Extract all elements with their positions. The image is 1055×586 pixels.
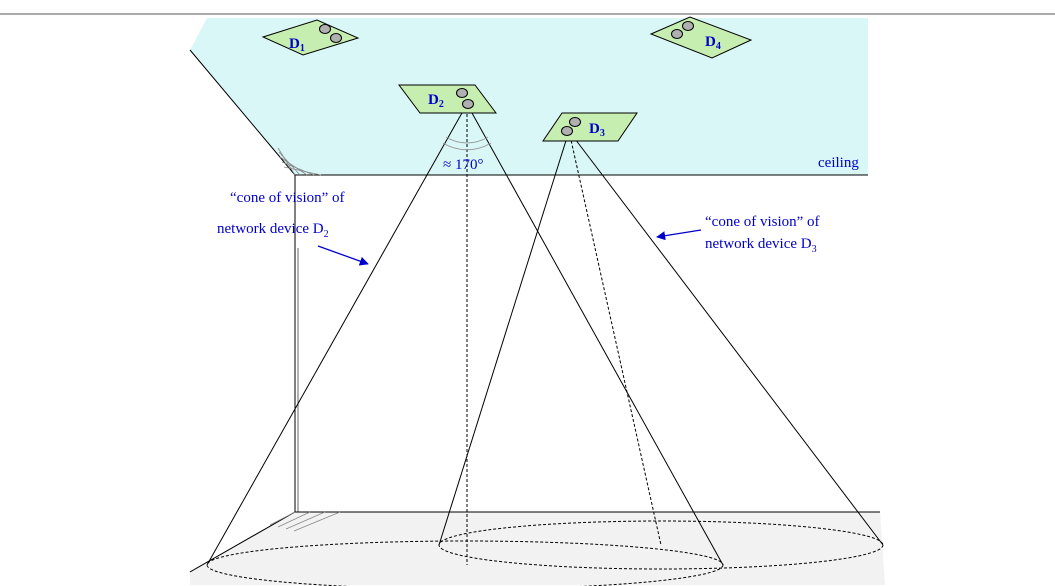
sensor-icon (561, 126, 573, 136)
cone-d3-arrow (656, 229, 702, 241)
sensor-icon (671, 29, 683, 39)
angle-arc (442, 136, 492, 151)
device-d1-plate (261, 19, 360, 56)
cone-d2-label: “cone of vision” of network device D2 (217, 190, 348, 240)
svg-text:D4: D4 (705, 34, 721, 52)
svg-text:D2: D2 (428, 92, 444, 110)
device-d3: D3 (542, 112, 638, 142)
device-d4: D4 (649, 16, 753, 59)
ceiling-corner-hatch (277, 147, 322, 176)
cone-of-vision-d2 (206, 103, 724, 566)
ceiling-plane (190, 18, 868, 175)
sensor-icon (682, 21, 694, 31)
device-d2: D2 (398, 84, 497, 114)
device-d1: D1 (261, 19, 360, 56)
sensor-icon (330, 33, 342, 43)
ceiling-left-edge (189, 49, 296, 176)
floor-plane (190, 512, 885, 585)
ceiling-label: ceiling (818, 155, 859, 171)
sensor-icon (569, 117, 581, 127)
sensor-icon (462, 99, 474, 109)
cone-of-vision-d3 (438, 130, 884, 546)
floor-left-edge-top (189, 511, 296, 573)
angle-label: ≈ 170° (443, 157, 483, 173)
cone-d3-label: “cone of vision” of network device D3 (705, 214, 823, 255)
sensor-icon (319, 24, 331, 34)
cone-d2-arrow (317, 245, 369, 266)
svg-text:D1: D1 (289, 36, 305, 54)
device-d4-plate (649, 16, 753, 59)
svg-text:D3: D3 (589, 121, 605, 139)
sensor-icon (456, 88, 468, 98)
floor-corner-hatch (269, 511, 341, 532)
